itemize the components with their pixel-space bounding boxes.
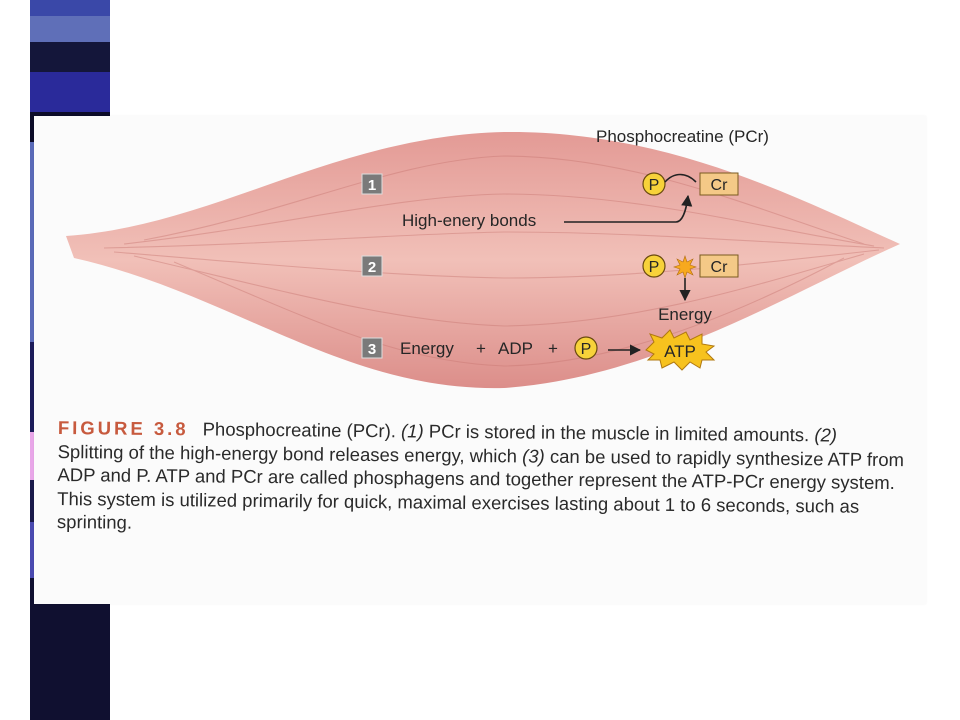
step-2-number: 2 [368, 259, 376, 276]
phosphate-label-step2: P [649, 259, 660, 276]
stripe-segment [30, 16, 110, 42]
step-3-number: 3 [368, 341, 376, 358]
step-1-marker: 1 [361, 173, 383, 195]
caption-marker-2: (2) [814, 424, 838, 446]
diagram-title: Phosphocreatine (PCr) [596, 127, 769, 146]
phosphocreatine-diagram: 1 2 3 Phosphocreatine (PCr) P Cr High-en… [66, 127, 900, 389]
equation-phosphate: P [581, 341, 592, 358]
stripe-segment [30, 72, 110, 112]
stripe-segment [30, 0, 110, 16]
energy-release-label: Energy [658, 305, 712, 324]
figure-label: FIGURE 3.8 [57, 416, 189, 440]
caption-lead: Phosphocreatine (PCr). [202, 418, 402, 442]
step-3-marker: 3 [361, 337, 383, 359]
phosphate-label-step1: P [649, 177, 660, 194]
stripe-segment [30, 42, 110, 72]
step-2-marker: 2 [361, 255, 383, 277]
caption-marker-1: (1) [400, 420, 424, 442]
equation-plus-2: + [548, 339, 558, 358]
figure-caption: FIGURE 3.8 Phosphocreatine (PCr). (1) PCr… [57, 416, 908, 542]
creatine-box-step1 [699, 172, 739, 196]
atp-burst-shape [645, 329, 716, 371]
creatine-label-step1: Cr [711, 177, 729, 194]
phosphate-circle-step1 [642, 172, 666, 196]
textbook-figure-scan: 1 2 3 Phosphocreatine (PCr) P Cr High-en… [34, 116, 926, 604]
caption-marker-3: (3) [522, 444, 545, 467]
muscle-striations [103, 155, 885, 367]
bond-split-spark [673, 255, 697, 279]
high-energy-bond-link [664, 173, 697, 183]
step-1-number: 1 [368, 177, 376, 194]
equation-plus-1: + [476, 339, 486, 358]
caption-text-2: Splitting of the high-energy bond releas… [57, 440, 523, 466]
atp-label: ATP [664, 342, 696, 361]
creatine-label-step2: Cr [711, 259, 729, 276]
bond-pointer-arrow [564, 194, 693, 223]
phosphate-circle-step2 [642, 254, 666, 278]
creatine-box-step2 [699, 254, 739, 278]
equation-energy: Energy [400, 339, 454, 358]
phosphate-circle-step3 [574, 336, 598, 360]
high-energy-bonds-label: High-enery bonds [402, 211, 536, 230]
equation-adp: ADP [498, 339, 533, 358]
caption-text-1: PCr is stored in the muscle in limited a… [423, 420, 815, 446]
